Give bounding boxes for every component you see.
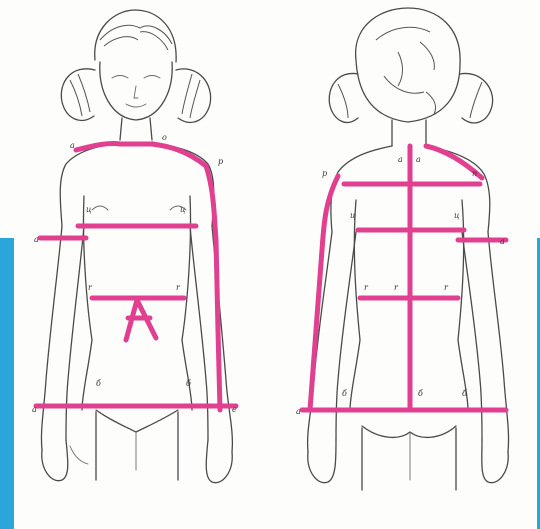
svg-text:б: б [342, 389, 347, 398]
front-waist-bow [126, 300, 156, 340]
svg-text:a: a [296, 407, 301, 416]
front-shoulder-neck-line [76, 143, 220, 410]
svg-text:a: a [70, 141, 75, 150]
svg-text:б: б [418, 389, 423, 398]
svg-text:e: e [232, 405, 237, 414]
svg-text:a: a [500, 237, 505, 246]
svg-text:r: r [176, 283, 181, 292]
svg-text:ц: ц [350, 211, 356, 220]
svg-text:ц: ц [86, 205, 92, 214]
svg-text:r: r [364, 283, 369, 292]
svg-text:n: n [472, 169, 477, 178]
svg-text:ц: ц [454, 211, 460, 220]
svg-text:r: r [394, 283, 399, 292]
back-figure: a a n p ц ц a r r r б б б a [296, 8, 509, 490]
svg-text:p: p [218, 157, 223, 166]
svg-text:a: a [32, 405, 37, 414]
svg-text:б: б [462, 389, 467, 398]
svg-text:p: p [322, 169, 327, 178]
svg-text:б: б [96, 379, 101, 388]
front-figure: a o p ц ц a r r б б a e [32, 10, 237, 483]
svg-text:a: a [398, 155, 403, 164]
svg-text:r: r [88, 283, 93, 292]
svg-text:r: r [444, 283, 449, 292]
svg-text:a: a [416, 155, 421, 164]
svg-text:o: o [162, 133, 167, 142]
svg-text:a: a [34, 235, 39, 244]
svg-text:ц: ц [180, 205, 186, 214]
svg-text:б: б [186, 379, 191, 388]
